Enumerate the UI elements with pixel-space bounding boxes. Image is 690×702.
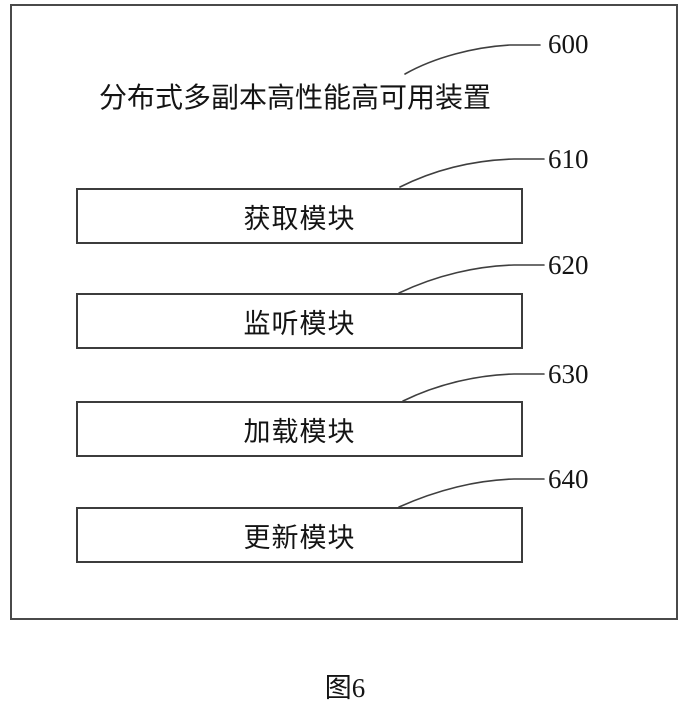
- ref-label-620: 620: [548, 250, 589, 280]
- module-label-listening: 监听模块: [243, 308, 356, 339]
- ref-label-630: 630: [548, 359, 589, 389]
- module-box-updating: 更新模块: [76, 507, 523, 563]
- module-box-loading: 加载模块: [76, 401, 523, 457]
- device-title: 分布式多副本高性能高可用装置: [99, 83, 492, 114]
- ref-label-640: 640: [548, 464, 589, 494]
- module-box-acquisition: 获取模块: [76, 188, 523, 244]
- module-label-acquisition: 获取模块: [243, 203, 356, 234]
- ref-label-600: 600: [548, 29, 589, 59]
- module-box-listening: 监听模块: [76, 293, 523, 349]
- ref-label-610: 610: [548, 144, 589, 174]
- module-label-loading: 加载模块: [243, 416, 356, 447]
- figure-caption: 图6: [324, 673, 366, 702]
- module-label-updating: 更新模块: [243, 522, 356, 553]
